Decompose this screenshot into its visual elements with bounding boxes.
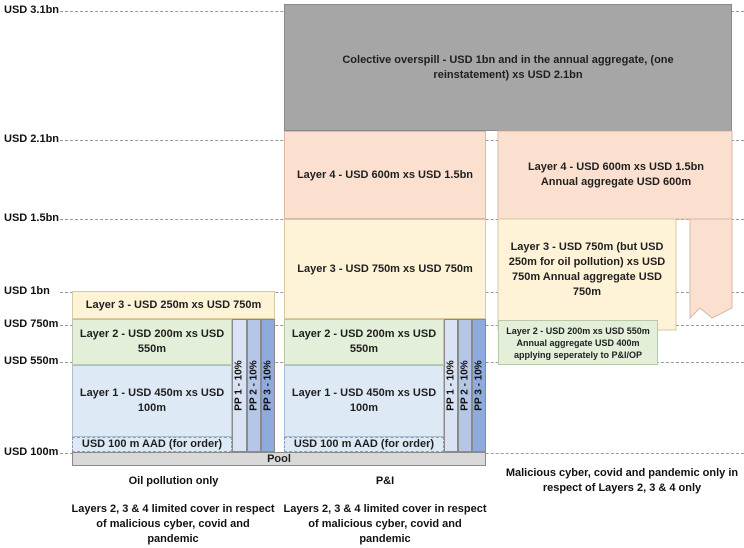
pi-pp2: PP 2 - 10%	[458, 319, 472, 452]
pool-bar: Pool	[72, 452, 486, 466]
pi-layer2: Layer 2 - USD 200m xs USD 550m	[284, 319, 444, 365]
oil-layer2: Layer 2 - USD 200m xs USD 550m	[72, 319, 232, 365]
pi-aad: USD 100 m AAD (for order)	[284, 437, 444, 452]
oil-layer1: Layer 1 - USD 450m xs USD 100m	[72, 365, 232, 437]
oil-pp3-label: PP 3 - 10%	[262, 360, 274, 411]
oil-pp2-label: PP 2 - 10%	[248, 360, 260, 411]
y-label-1-5bn: USD 1.5bn	[4, 212, 60, 224]
aggregate-layer4-edge	[689, 218, 733, 320]
pi-layer3: Layer 3 - USD 750m xs USD 750m	[284, 219, 486, 319]
oil-pp1: PP 1 - 10%	[232, 319, 247, 452]
pi-layer1: Layer 1 - USD 450m xs USD 100m	[284, 365, 444, 437]
y-label-2-1bn: USD 2.1bn	[4, 133, 60, 145]
pi-pp1: PP 1 - 10%	[444, 319, 458, 452]
pi-caption: P&I	[375, 475, 395, 487]
pi-pp3: PP 3 - 10%	[472, 319, 486, 452]
y-label-1bn: USD 1bn	[4, 285, 50, 297]
oil-pp2: PP 2 - 10%	[247, 319, 261, 452]
pi-pp1-label: PP 1 - 10%	[445, 360, 457, 411]
oil-aad: USD 100 m AAD (for order)	[72, 437, 232, 452]
aggregate-layer2: Layer 2 - USD 200m xs USD 550m Annual ag…	[498, 320, 658, 365]
aggregate-layer3: Layer 3 - USD 750m (but USD 250m for oil…	[508, 241, 666, 298]
oil-pp1-label: PP 1 - 10%	[234, 360, 245, 411]
oil-layer3: Layer 3 - USD 250m xs USD 750m	[72, 291, 275, 319]
pi-layer4: Layer 4 - USD 600m xs USD 1.5bn	[284, 131, 486, 219]
pi-pp2-label: PP 2 - 10%	[459, 360, 471, 411]
oil-pp3: PP 3 - 10%	[261, 319, 275, 452]
overspill-block: Colective overspill - USD 1bn and in the…	[284, 4, 732, 131]
aggregate-caption: Malicious cyber, covid and pandemic only…	[505, 467, 739, 494]
y-label-3-1bn: USD 3.1bn	[4, 4, 60, 16]
pi-note: Layers 2, 3 & 4 limited cover in respect…	[283, 503, 487, 545]
y-label-550m: USD 550m	[4, 355, 59, 367]
y-label-100m: USD 100m	[4, 446, 59, 458]
y-label-750m: USD 750m	[4, 318, 59, 330]
pi-pp3-label: PP 3 - 10%	[473, 360, 485, 411]
oil-note: Layers 2, 3 & 4 limited cover in respect…	[71, 503, 275, 545]
aggregate-layer4: Layer 4 - USD 600m xs USD 1.5bn Annual a…	[527, 161, 705, 188]
oil-caption: Oil pollution only	[128, 475, 219, 487]
